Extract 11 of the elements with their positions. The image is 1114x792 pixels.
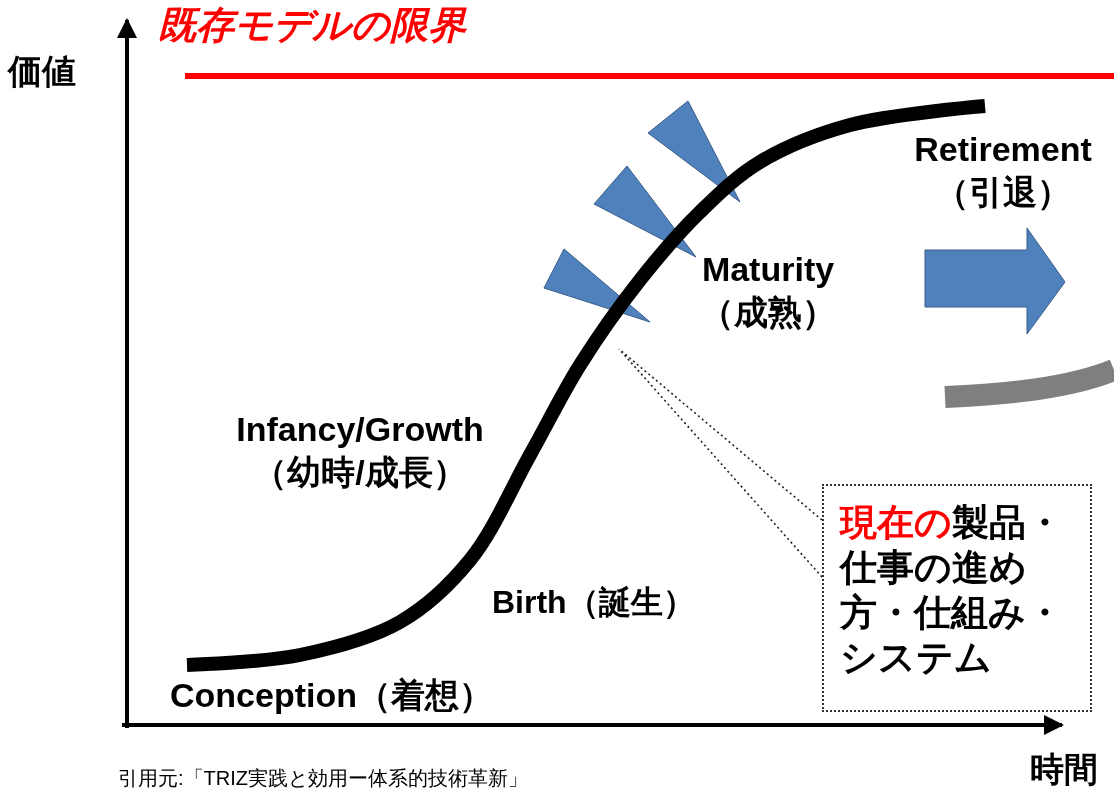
stage-label: Conception（着想） [170,675,494,716]
stage-label: Birth（誕生） [492,583,696,622]
stage-label: Maturity （成熟） [699,249,837,333]
stage-label: Retirement （引退） [913,129,1093,213]
axis-title: 価値 [8,51,77,92]
source-note: 引用元:「TRIZ実践と効用ー体系的技術革新」 [118,766,529,791]
leader-line [618,348,823,578]
stage-label: Infancy/Growth （幼時/成長） [235,409,485,493]
axis-title: 時間 [1030,749,1099,790]
limit-heading: 既存モデルの限界 [158,3,468,48]
callout-box: 現在の製品・仕事の進め方・仕組み・システム [822,484,1092,712]
